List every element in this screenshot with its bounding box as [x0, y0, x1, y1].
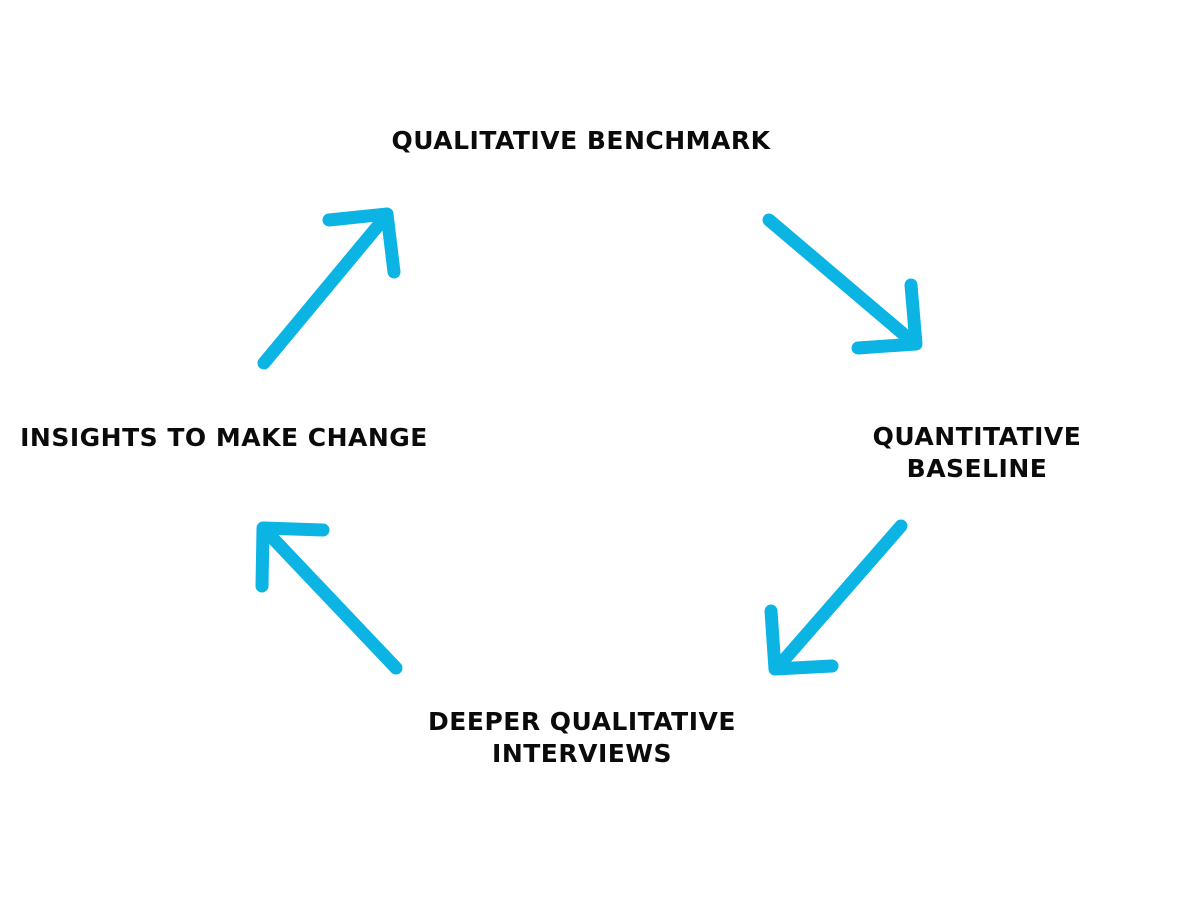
- node-label-line: DEEPER QUALITATIVE: [428, 707, 736, 736]
- arrow-up-right-icon: [257, 207, 401, 370]
- arrow-down-left-icon: [764, 519, 908, 676]
- node-label-line: INTERVIEWS: [492, 739, 672, 768]
- node-quantitative-baseline: QUANTITATIVE BASELINE: [873, 421, 1082, 485]
- node-deeper-qualitative-interviews: DEEPER QUALITATIVE INTERVIEWS: [428, 706, 736, 770]
- arrow-up-left-icon: [255, 521, 403, 675]
- node-qualitative-benchmark: QUALITATIVE BENCHMARK: [391, 125, 770, 157]
- node-label-line: BASELINE: [906, 454, 1048, 483]
- node-label-line: QUALITATIVE BENCHMARK: [391, 126, 771, 155]
- node-label-line: QUANTITATIVE: [872, 422, 1082, 451]
- node-label-line: INSIGHTS TO MAKE CHANGE: [20, 423, 428, 452]
- node-insights-to-make-change: INSIGHTS TO MAKE CHANGE: [20, 422, 428, 454]
- arrow-down-right-icon: [762, 213, 923, 355]
